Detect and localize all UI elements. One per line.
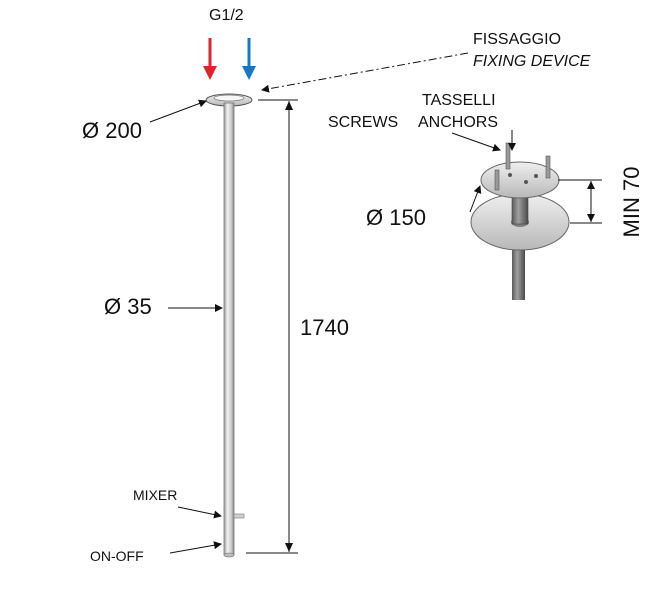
tube-diameter-label: Ø 35 [104, 294, 152, 319]
mixer-handle [233, 513, 245, 519]
mixer-label: MIXER [133, 487, 178, 503]
fixing-device-detail [470, 142, 570, 300]
anchors-label-it: TASSELLI [422, 92, 496, 109]
mixer-leader [177, 506, 222, 519]
cold-inlet-arrow-icon [242, 38, 256, 80]
fixing-label-it: FISSAGGIO [473, 31, 562, 48]
anchor-left [505, 142, 511, 170]
ceiling-head [205, 93, 253, 107]
head-diameter-label: Ø 200 [82, 118, 142, 143]
anchors-label-en: ANCHORS [418, 114, 499, 131]
head-diameter-leader [149, 99, 207, 123]
on-off-label: ON-OFF [90, 548, 144, 564]
hot-inlet-arrow-icon [203, 38, 217, 80]
length-label: 1740 [300, 315, 349, 340]
length-dimension [246, 99, 298, 554]
anchor-front [494, 169, 500, 191]
screws-label: SCREWS [328, 114, 399, 131]
fixing-label-en: FIXING DEVICE [473, 53, 591, 70]
fixing-leader [261, 52, 469, 93]
min-height-label: MIN 70 [619, 166, 644, 238]
screws-leader [451, 132, 501, 152]
anchor-right [545, 155, 551, 179]
on-off-leader [169, 541, 222, 554]
plate-diameter-leader [469, 185, 482, 213]
plate-diameter-label: Ø 150 [366, 205, 426, 230]
min-height-dimension [558, 179, 602, 224]
inlet-label: G1/2 [209, 7, 244, 24]
vertical-tube [223, 102, 245, 558]
